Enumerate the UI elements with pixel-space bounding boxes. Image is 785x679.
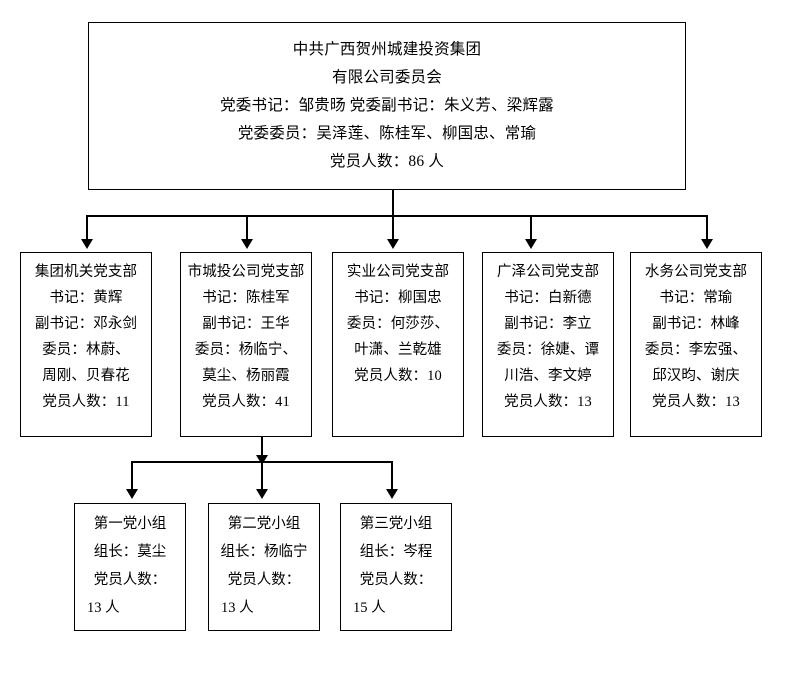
branch-0-deputy-secretary: 副书记：邓永剑: [34, 316, 138, 332]
branch-2-members-line-2: 叶潇、兰乾雄: [354, 342, 442, 358]
connector-branch-2-drop: [392, 215, 394, 241]
branch-4-deputy-secretary: 副书记：林峰: [652, 316, 740, 332]
branch-3-members-line-2: 川浩、李文婷: [504, 368, 592, 384]
group-1-leader: 组长：杨临宁: [220, 544, 308, 560]
branch-node-jituan-jiguan[interactable]: 集团机关党支部 书记：黄辉 副书记：邓永剑 委员：林蔚、 周刚、贝春花 党员人数…: [20, 252, 152, 437]
group-2-member-count-label: 党员人数：: [359, 572, 433, 588]
branch-node-shiye[interactable]: 实业公司党支部 书记：柳国忠 委员：何莎莎、 叶潇、兰乾雄 党员人数：10: [332, 252, 464, 437]
arrow-branch-4: [701, 239, 713, 249]
branch-4-members-line-2: 邱汉昀、谢庆: [652, 368, 740, 384]
connector-group-0-drop: [131, 461, 133, 490]
arrow-branch-3: [525, 239, 537, 249]
branch-1-member-count: 党员人数：41: [202, 394, 290, 410]
branch-4-members-line-1: 委员：李宏强、: [644, 342, 748, 358]
branch-1-members-line-2: 莫尘、杨丽霞: [202, 368, 290, 384]
group-1-member-count-value: 13 人: [221, 600, 254, 616]
group-0-title: 第一党小组: [93, 516, 167, 532]
group-0-leader: 组长：莫尘: [93, 544, 167, 560]
group-2-title: 第三党小组: [359, 516, 433, 532]
branch-4-title: 水务公司党支部: [644, 264, 748, 280]
connector-group-1-drop: [261, 461, 263, 490]
branch-3-deputy-secretary: 副书记：李立: [504, 316, 592, 332]
arrow-group-0: [126, 489, 138, 499]
branch-1-secretary: 书记：陈桂军: [202, 290, 290, 306]
arrow-branch1-stem: [256, 455, 268, 465]
arrow-branch-2: [387, 239, 399, 249]
arrow-branch-0: [81, 239, 93, 249]
connector-branch-3-drop: [530, 215, 532, 241]
root-node-party-committee[interactable]: 中共广西贺州城建投资集团 有限公司委员会 党委书记：邹贵旸 党委副书记：朱义芳、…: [88, 22, 686, 190]
group-1-member-count-label: 党员人数：: [227, 572, 301, 588]
connector-root-stem: [392, 190, 394, 215]
branch-3-member-count: 党员人数：13: [504, 394, 592, 410]
connector-branch-4-drop: [706, 215, 708, 241]
connector-branch-0-drop: [86, 215, 88, 241]
arrow-branch-1: [241, 239, 253, 249]
arrow-group-1: [256, 489, 268, 499]
branch-2-title: 实业公司党支部: [346, 264, 450, 280]
branch-1-members-line-1: 委员：杨临宁、: [194, 342, 298, 358]
branch-node-shuiwu[interactable]: 水务公司党支部 书记：常瑜 副书记：林峰 委员：李宏强、 邱汉昀、谢庆 党员人数…: [630, 252, 762, 437]
group-2-leader: 组长：岑程: [359, 544, 433, 560]
branch-2-members-line-1: 委员：何莎莎、: [346, 316, 450, 332]
root-line-secretaries: 党委书记：邹贵旸 党委副书记：朱义芳、梁辉露: [220, 97, 554, 114]
branch-3-secretary: 书记：白新德: [504, 290, 592, 306]
root-line-committee-members: 党委委员：吴泽莲、陈桂军、柳国忠、常瑜: [237, 125, 537, 142]
group-0-member-count-value: 13 人: [87, 600, 120, 616]
root-line-2: 有限公司委员会: [332, 69, 442, 86]
group-node-third[interactable]: 第三党小组 组长：岑程 党员人数： 15 人: [340, 503, 452, 631]
branch-0-secretary: 书记：黄辉: [49, 290, 123, 306]
group-1-title: 第二党小组: [227, 516, 301, 532]
branch-node-shichengtou[interactable]: 市城投公司党支部 书记：陈桂军 副书记：王华 委员：杨临宁、 莫尘、杨丽霞 党员…: [180, 252, 312, 437]
branch-1-deputy-secretary: 副书记：王华: [202, 316, 290, 332]
branch-3-title: 广泽公司党支部: [496, 264, 600, 280]
branch-4-member-count: 党员人数：13: [652, 394, 740, 410]
branch-3-members-line-1: 委员：徐婕、谭: [496, 342, 600, 358]
branch-2-member-count: 党员人数：10: [354, 368, 442, 384]
branch-0-title: 集团机关党支部: [34, 264, 138, 280]
branch-0-members-line-2: 周刚、贝春花: [42, 368, 130, 384]
connector-group-2-drop: [391, 461, 393, 490]
branch-1-title: 市城投公司党支部: [187, 264, 305, 280]
branch-0-member-count: 党员人数：11: [42, 394, 130, 410]
group-2-member-count-value: 15 人: [353, 600, 386, 616]
branch-0-members-line-1: 委员：林蔚、: [42, 342, 130, 358]
arrow-group-2: [386, 489, 398, 499]
branch-4-secretary: 书记：常瑜: [659, 290, 733, 306]
group-node-second[interactable]: 第二党小组 组长：杨临宁 党员人数： 13 人: [208, 503, 320, 631]
group-0-member-count-label: 党员人数：: [93, 572, 167, 588]
connector-branch-1-drop: [246, 215, 248, 241]
branch-2-secretary: 书记：柳国忠: [354, 290, 442, 306]
connector-branch1-stem: [261, 437, 263, 460]
branch-node-guangze[interactable]: 广泽公司党支部 书记：白新德 副书记：李立 委员：徐婕、谭 川浩、李文婷 党员人…: [482, 252, 614, 437]
connector-level2-bus: [86, 215, 706, 217]
root-line-member-count: 党员人数：86 人: [329, 153, 445, 170]
root-line-1: 中共广西贺州城建投资集团: [292, 41, 482, 58]
group-node-first[interactable]: 第一党小组 组长：莫尘 党员人数： 13 人: [74, 503, 186, 631]
